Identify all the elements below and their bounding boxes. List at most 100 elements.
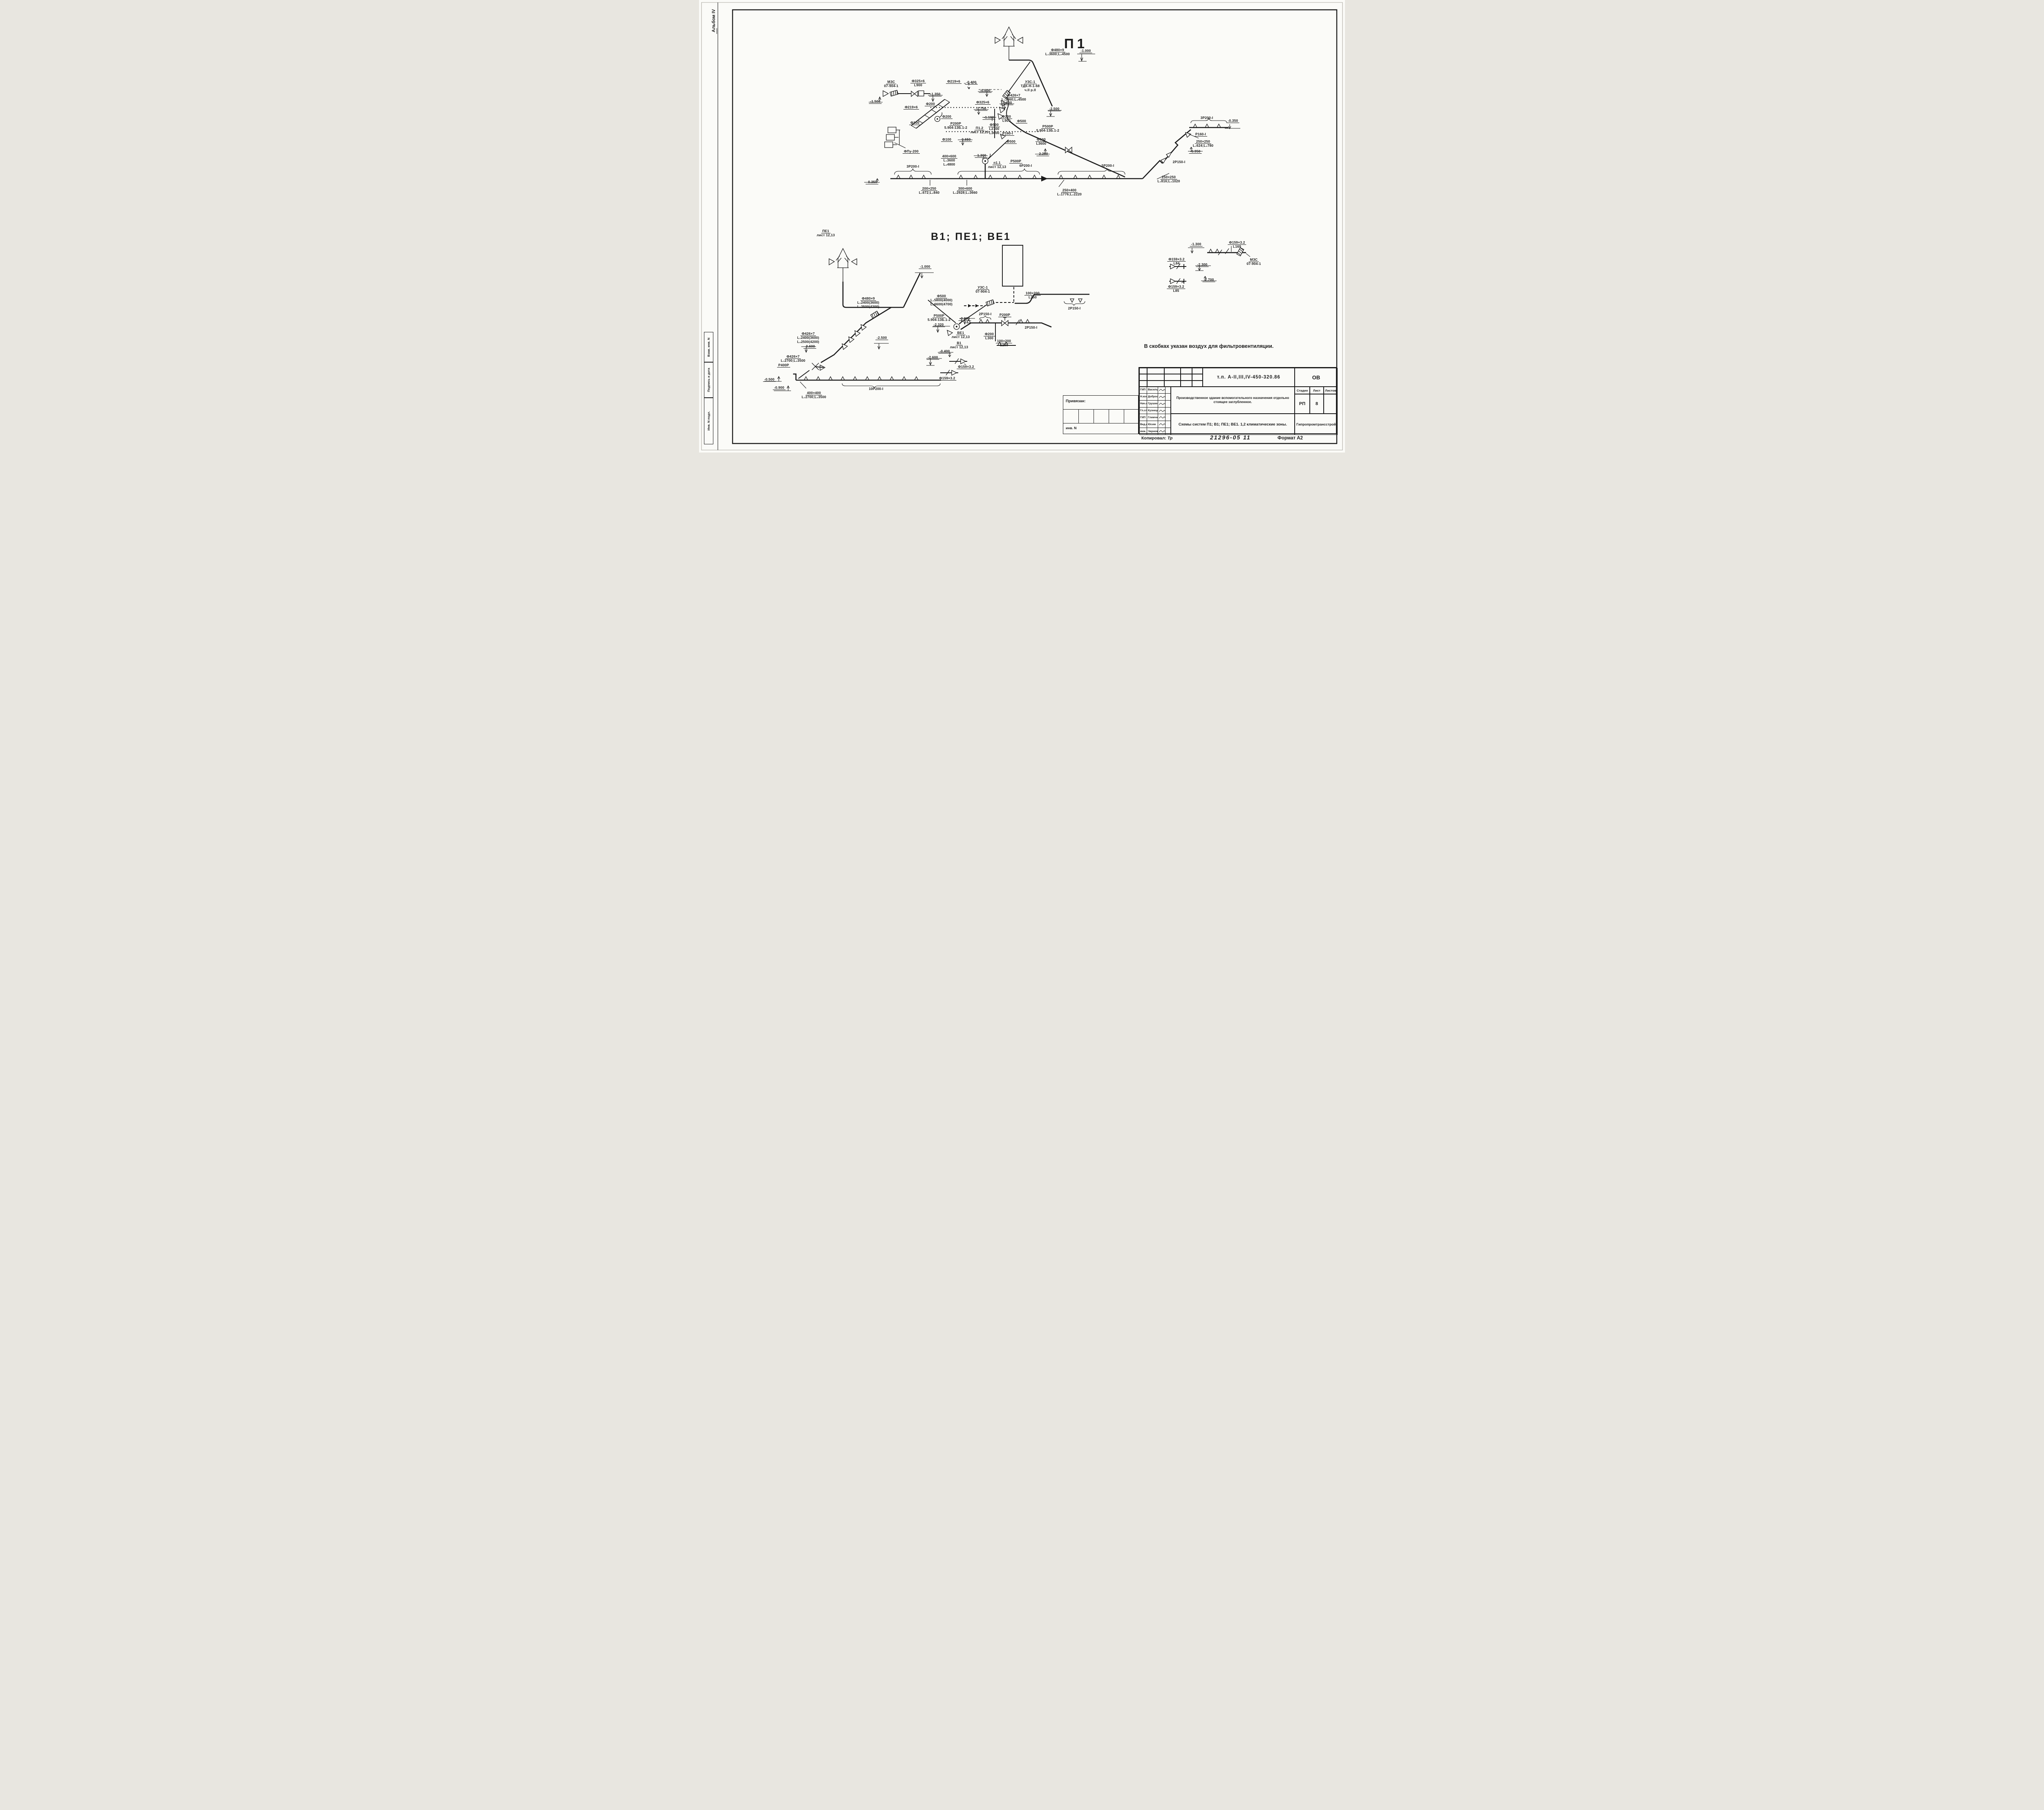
signature-squiggle-icon — [1159, 429, 1165, 433]
dim-f500-b: Ф500 — [1005, 139, 1017, 144]
v1-system-title: В1; ПЕ1; ВЕ1 — [931, 231, 1011, 242]
dim-f500-l3600-line-1: L3600 — [1036, 141, 1047, 146]
level-minus-1300-b-line-0: -1.300 — [1190, 242, 1203, 247]
level-minus-0400-b: -0.400 — [938, 349, 951, 354]
dim-f500-l5800-line-0: Ф500 — [936, 294, 947, 299]
dim-100x200-b-line-0: 100×200 — [995, 339, 1013, 344]
dim-f159-l85-line-1: L85 — [1173, 289, 1179, 293]
level-minus-0500: -0.500 — [763, 377, 776, 382]
dim-f480x9-line-1: L₁3600;L₂4500 — [1045, 52, 1070, 56]
sheet-title: Схемы систем П1; В1; ПЕ1; ВЕ1. 1,2 клима… — [1171, 414, 1295, 435]
attached-label: Привязан: — [1066, 399, 1086, 403]
project-name: Производственное здание вспомогательного… — [1171, 387, 1295, 414]
level-minus-2300: -2.300 — [1196, 262, 1209, 267]
sheet-header: Лист — [1310, 387, 1324, 394]
dim-400x600-line-2: L₂4800 — [943, 162, 955, 166]
level-minus-2700: -2.700 — [1202, 278, 1215, 282]
level-minus-0600-a: -0.600 — [979, 88, 992, 93]
signature-row: инж.Чернова — [1139, 428, 1171, 435]
ref-ve1-line-0: ВЕ1 — [956, 331, 966, 336]
dim-f426x7-b-line-2: L₂2500(4200) — [797, 339, 820, 344]
signature-role: Нач.отд. — [1139, 400, 1147, 407]
level-minus-1100-line-0: -1.100 — [982, 115, 995, 120]
level-minus-2500-b: -2.500 — [875, 336, 888, 340]
level-minus-2250: -2.250 — [1036, 152, 1049, 157]
dim-f500-l5800-line-2: L₂6600(4700) — [930, 302, 953, 306]
dim-250x250-a-line-0: 250×250 — [1160, 175, 1177, 180]
fan-icon — [935, 112, 942, 122]
ref-5r200: 5Р200-I — [1102, 164, 1114, 168]
dim-250x250-b-line-1: L₁624;L₂780 — [1192, 143, 1214, 148]
dim-300x600-line-0: 300×600 — [957, 186, 974, 191]
signature-autograph — [1158, 387, 1165, 393]
signature-name: Доброславский — [1147, 393, 1158, 400]
margin-box-0: Взам. инв. N — [704, 332, 713, 363]
ref-uzs1-line-0: УЗС-1 — [1024, 80, 1037, 85]
margin-box-label: Подпись и дата — [707, 368, 710, 392]
level-minus-0900: -0.900 — [773, 385, 786, 390]
signature-row: Нач.отд.Грушкевич — [1139, 400, 1171, 408]
ref-3r200-a: 3Р200-I — [906, 164, 919, 168]
level-minus-2320-line-0: -2.320 — [932, 323, 945, 327]
ref-2r150-b-line-0: 2Р150-I — [1068, 306, 1081, 310]
signature-squiggle-icon — [1159, 395, 1165, 399]
signature-row: ГИПГлимчер — [1139, 414, 1171, 421]
ref-3r200-a-line-0: 3Р200-I — [906, 164, 919, 168]
ref-2r150-c: 2Р150-I — [979, 312, 992, 316]
exhaust-shaft-icon — [1002, 245, 1023, 286]
attachment-box: Привязан: инв. N — [1063, 395, 1139, 434]
level-minus-1350: -1.350 — [929, 92, 942, 97]
signature-name: Грушкевич — [1147, 400, 1158, 407]
dim-100x200-a-line-0: 100×200 — [1024, 291, 1041, 296]
level-minus-0400-line-0: -0.400 — [965, 80, 978, 85]
ref-2r150-d: 2Р150-I — [1025, 325, 1038, 329]
level-minus-2500-b-line-0: -2.500 — [875, 336, 888, 340]
ref-r160-b: Р160-I — [1194, 132, 1207, 137]
ref-r400r-line-0: Р400Р — [777, 363, 791, 368]
level-minus-0500-line-0: -0.500 — [763, 377, 776, 382]
level-minus-2750-line-0: -2.750 — [975, 106, 988, 111]
ref-2r150-b: 2Р150-I — [1068, 306, 1081, 310]
stage-header: Стадия — [1295, 387, 1310, 394]
level-minus-0800-line-0: -0.800 — [958, 316, 971, 321]
ref-r160-a-line-0: Р160-I — [1001, 131, 1014, 136]
dim-f200-a-line-0: Ф200 — [925, 102, 936, 107]
margin-box-label: Взам. инв. N — [707, 338, 711, 357]
signature-name: Васильев — [1147, 387, 1158, 393]
signature-name: Юсим — [1147, 421, 1158, 428]
stage-value: РП — [1295, 394, 1310, 414]
ref-r500r-a-line-1: 5.904-13Б.1-2 — [1036, 128, 1060, 133]
ref-r200r-line-1: 5.904-13Б.1-2 — [944, 125, 968, 130]
dim-f426x7-c-line-1: L₁2700;L₂3500 — [780, 358, 806, 363]
ref-r500r-b: Р500Р — [1009, 159, 1023, 164]
signature-role: инж. — [1139, 428, 1147, 435]
level-minus-2300-line-0: -2.300 — [1196, 262, 1209, 267]
dim-f200-l300-line-1: L300 — [985, 336, 993, 340]
signature-role: Н.контр. — [1139, 393, 1147, 400]
copied-by-label: Копировал: Тр — [1141, 436, 1172, 441]
ref-uzs1-line-2: ч.II р.II — [1024, 87, 1036, 92]
ref-10r200-line-0: 10Р200-I — [869, 387, 883, 391]
signature-squiggle-icon — [1159, 422, 1165, 426]
dim-f480x9-b-line-1: L₁2400(3600) — [857, 300, 879, 305]
dim-f200-b: Ф200 — [941, 114, 953, 119]
dim-250x250-a-line-1: L₁816;L₂1020 — [1157, 179, 1180, 184]
signature-row: Гл.спец.Кузнецов — [1139, 407, 1171, 414]
dim-f159-l84-line-0: Ф159×3.2 — [1167, 257, 1186, 262]
format-label: Формат А2 — [1278, 436, 1303, 441]
ref-fpu-200: ФПу-200 — [903, 149, 920, 154]
p1-system-linework — [864, 27, 1240, 187]
